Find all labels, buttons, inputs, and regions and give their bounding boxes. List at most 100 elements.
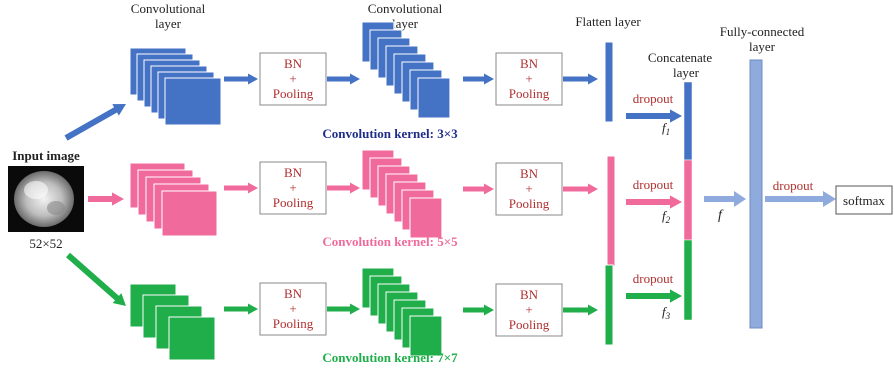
- conv-stack-2-branch-2-map-7: [409, 197, 443, 239]
- arrow-to-bn2-1: [463, 73, 494, 85]
- feature-label-1: f1: [662, 120, 670, 137]
- bn-pooling-text: BN: [284, 56, 303, 71]
- arrow-to-flatten-1: [563, 73, 598, 85]
- f-label: f: [718, 208, 724, 223]
- dropout-arrow-1: [626, 109, 682, 123]
- fully-connected-bar: [749, 59, 763, 329]
- fc-to-softmax-arrow: [765, 191, 836, 207]
- kernel-label-3: Convolution kernel: 7×7: [322, 350, 458, 365]
- concatenate-layer-label-line1: Concatenate: [648, 50, 712, 65]
- flatten-bar-2: [606, 155, 616, 267]
- arrow-to-bn1-1: [224, 73, 258, 85]
- bn-pooling-box-3-1: BN+Pooling: [259, 282, 327, 336]
- flatten-bar-1: [604, 41, 614, 123]
- conv-layer-2-label-line2: layer: [392, 16, 419, 31]
- concatenate-segment-1: [683, 81, 693, 161]
- bn-pooling-box-1-1: BN+Pooling: [259, 52, 327, 106]
- input-arrow-2: [88, 192, 124, 206]
- bn-pooling-text: +: [525, 302, 532, 317]
- bn-pooling-text: Pooling: [509, 86, 550, 101]
- bn-pooling-text: +: [289, 180, 296, 195]
- arrow-to-conv2-1: [327, 73, 360, 85]
- bn-pooling-box-border: [495, 283, 563, 337]
- bn-pooling-box-3-2: BN+Pooling: [495, 283, 563, 337]
- bn-pooling-text: BN: [284, 165, 303, 180]
- bn-pooling-text: BN: [284, 286, 303, 301]
- conv-stack-2-branch-2: [361, 149, 443, 239]
- bn-pooling-text: Pooling: [509, 196, 550, 211]
- arrow-to-bn1-2: [224, 182, 258, 194]
- fc-layer-label-line2: layer: [749, 39, 776, 54]
- softmax-label: softmax: [843, 193, 885, 208]
- concatenate-segment-2: [683, 159, 693, 241]
- concatenate-layer-label-line2: layer: [673, 65, 700, 80]
- bn-pooling-text: Pooling: [509, 317, 550, 332]
- arrow-to-bn2-2: [463, 183, 494, 195]
- conv-stack-1-branch-2: [129, 162, 218, 237]
- bn-pooling-text: Pooling: [273, 86, 314, 101]
- kernel-label-1: Convolution kernel: 3×3: [322, 126, 458, 141]
- fc-layer-label-line1: Fully-connected: [720, 24, 805, 39]
- arrow-to-flatten-3: [563, 304, 598, 316]
- dropout-arrow-2: [626, 195, 682, 209]
- conv-stack-2-branch-3-map-7: [409, 315, 443, 357]
- conv-layer-2-label-line1: Convolutional: [368, 1, 443, 16]
- arrow-to-conv2-2: [327, 182, 360, 194]
- bn-pooling-box-border: [259, 282, 327, 336]
- conv-stack-1-branch-1: [129, 47, 222, 126]
- bn-pooling-box-2-1: BN+Pooling: [259, 161, 327, 215]
- softmax-box: [835, 185, 893, 215]
- conv-stack-2-branch-1-map-8: [417, 77, 451, 119]
- conv-stack-1-branch-3: [129, 283, 216, 361]
- bn-pooling-text: +: [525, 71, 532, 86]
- feature-label-2: f2: [662, 208, 671, 225]
- bn-pooling-text: +: [289, 71, 296, 86]
- input-size-label: 52×52: [29, 236, 62, 251]
- feature-label-3: f3: [662, 304, 671, 321]
- conv-stack-2-branch-3: [361, 267, 443, 357]
- bn-pooling-box-border: [495, 52, 563, 106]
- conv-stack-1-branch-2-map-5: [161, 190, 218, 237]
- dropout-label-1: dropout: [633, 91, 674, 106]
- arrow-to-flatten-2: [563, 183, 598, 195]
- dropout-label-2: dropout: [633, 177, 674, 192]
- bn-pooling-text: BN: [520, 166, 539, 181]
- bn-pooling-box-border: [495, 162, 563, 216]
- conv-stack-2-branch-1: [361, 21, 451, 119]
- bn-pooling-text: +: [525, 181, 532, 196]
- feature-subscript-3: 3: [665, 311, 671, 321]
- input-arrow-1: [64, 104, 126, 141]
- concat-to-fc-arrow: [704, 191, 746, 207]
- arrow-to-conv2-3: [327, 303, 360, 315]
- conv-layer-1-label-line2: layer: [155, 16, 182, 31]
- flatten-bar-3: [604, 264, 614, 346]
- dropout-label-3: dropout: [633, 271, 674, 286]
- bn-pooling-box-border: [259, 52, 327, 106]
- bn-pooling-text: BN: [520, 287, 539, 302]
- conv-layer-1-label-line1: Convolutional: [131, 1, 206, 16]
- bn-pooling-text: Pooling: [273, 316, 314, 331]
- bn-pooling-text: Pooling: [273, 195, 314, 210]
- bn-pooling-text: BN: [520, 56, 539, 71]
- bn-pooling-text: +: [289, 301, 296, 316]
- bn-pooling-box-border: [259, 161, 327, 215]
- input-image-label: Input image: [12, 148, 80, 163]
- feature-subscript-2: 2: [666, 215, 671, 225]
- arrow-to-bn1-3: [224, 303, 258, 315]
- bn-pooling-box-2-2: BN+Pooling: [495, 162, 563, 216]
- flatten-layer-label: Flatten layer: [575, 14, 641, 29]
- bn-pooling-box-1-2: BN+Pooling: [495, 52, 563, 106]
- branch-2: BN+PoolingBN+Poolingdropoutf2Convolution…: [88, 149, 682, 267]
- input-image: [8, 166, 84, 232]
- dropout-arrow-3: [626, 289, 682, 303]
- branch-3: BN+PoolingBN+Poolingdropoutf3Convolution…: [66, 252, 682, 365]
- conv-stack-1-branch-3-map-4: [168, 316, 216, 361]
- arrow-to-bn2-3: [463, 304, 494, 316]
- input-arrow-3: [66, 252, 126, 306]
- feature-subscript-1: 1: [666, 127, 671, 137]
- final-dropout-label: dropout: [773, 178, 814, 193]
- concatenate-segment-3: [683, 239, 693, 321]
